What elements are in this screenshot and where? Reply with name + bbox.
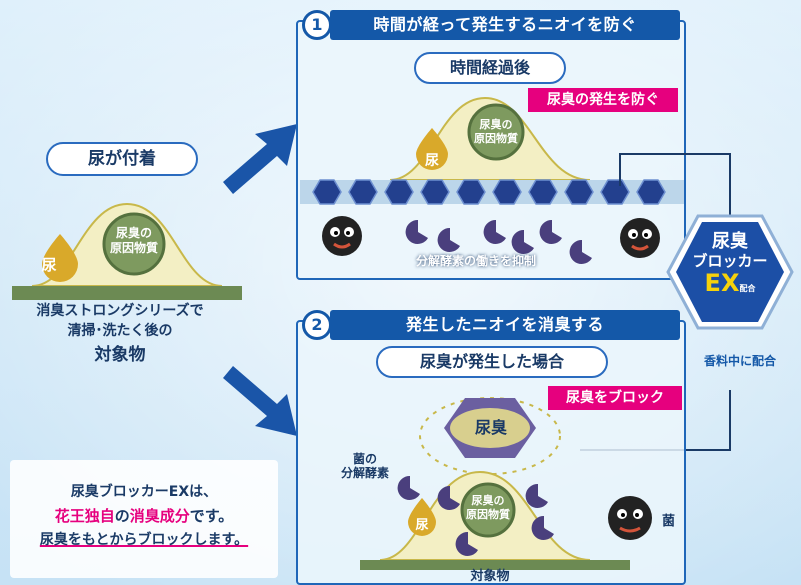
bacteria-icon	[322, 216, 362, 256]
note-kao-original: 花王独自	[54, 507, 115, 525]
badge-small: 配合	[739, 284, 756, 293]
badge-line1: 尿臭	[712, 231, 748, 252]
left-caption: 消臭ストロングシリーズで 清掃･洗たく後の 対象物	[0, 300, 240, 365]
note-particle: の	[114, 507, 130, 525]
left-substance-label: 尿臭の 原因物質	[109, 226, 158, 255]
urine-droplet-icon	[416, 128, 448, 170]
step2-illustration	[360, 397, 652, 570]
step2-object-label: 対象物	[470, 569, 510, 584]
urine-attached-pill: 尿が付着	[46, 142, 198, 176]
step2-bacteria-label: 菌	[662, 514, 676, 529]
note-line3: 尿臭をもとからブロックします。	[39, 532, 249, 548]
blocker-ex-badge	[666, 214, 794, 330]
enzyme-icons	[405, 219, 592, 264]
odor-blob	[450, 408, 530, 448]
substance-circle	[467, 103, 525, 161]
step1-pink-label: 尿臭の発生を防ぐ	[528, 88, 678, 112]
left-caption-line3: 対象物	[94, 345, 146, 365]
step1-droplet-label: 尿	[425, 153, 439, 169]
step2-pink-label: 尿臭をブロック	[548, 386, 682, 410]
step2-droplet-label: 尿	[415, 518, 429, 533]
urine-droplet-icon	[408, 498, 436, 536]
left-substance-illustration	[12, 202, 242, 300]
step1-number: 1	[302, 10, 332, 40]
note-line2: 花王独自の消臭成分です。	[10, 504, 278, 528]
step1-title: 時間が経って発生するニオイを防ぐ	[330, 10, 680, 40]
urine-droplet-icon	[42, 234, 78, 282]
note-box: 尿臭ブロッカーEXは、 花王独自の消臭成分です。 尿臭をもとからブロックします。	[10, 460, 278, 578]
note-line1: 尿臭ブロッカーEXは、	[70, 484, 218, 500]
badge-line2: ブロッカー	[692, 252, 768, 270]
step1-illustration	[300, 96, 684, 264]
step1-enzyme-caption: 分解酵素の働きを抑制	[415, 254, 536, 268]
step2-title: 発生したニオイを消臭する	[330, 310, 680, 340]
badge-caption: 香料中に配合	[703, 354, 776, 368]
badge-text: 尿臭 ブロッカー EX配合	[664, 232, 796, 302]
badge-ex: EX	[704, 269, 740, 297]
enzyme-icons	[397, 475, 554, 556]
substance-circle	[460, 482, 516, 538]
step2-enzyme-label: 菌の 分解酵素	[340, 452, 389, 480]
step1-subtitle: 時間経過後	[414, 52, 566, 84]
step1-substance-label: 尿臭の 原因物質	[474, 118, 518, 145]
badge-line3: EX配合	[664, 270, 796, 302]
bacteria-icon	[620, 218, 660, 258]
step2-odor-label: 尿臭	[474, 418, 507, 437]
left-caption-line1: 消臭ストロングシリーズで	[36, 303, 204, 319]
arrow-down-right-icon	[223, 366, 297, 436]
left-droplet-label: 尿	[41, 256, 57, 274]
note-deodorant: 消臭成分	[129, 507, 190, 525]
bacteria-icon	[608, 496, 652, 540]
note-desu: です。	[189, 507, 234, 525]
hexagon-shield	[312, 179, 666, 205]
arrow-up-right-icon	[223, 124, 297, 194]
step2-substance-label: 尿臭の 原因物質	[466, 494, 510, 521]
step2-number: 2	[302, 310, 332, 340]
substance-circle	[102, 212, 166, 276]
step2-subtitle: 尿臭が発生した場合	[376, 346, 608, 378]
left-caption-line2: 清掃･洗たく後の	[67, 323, 173, 339]
